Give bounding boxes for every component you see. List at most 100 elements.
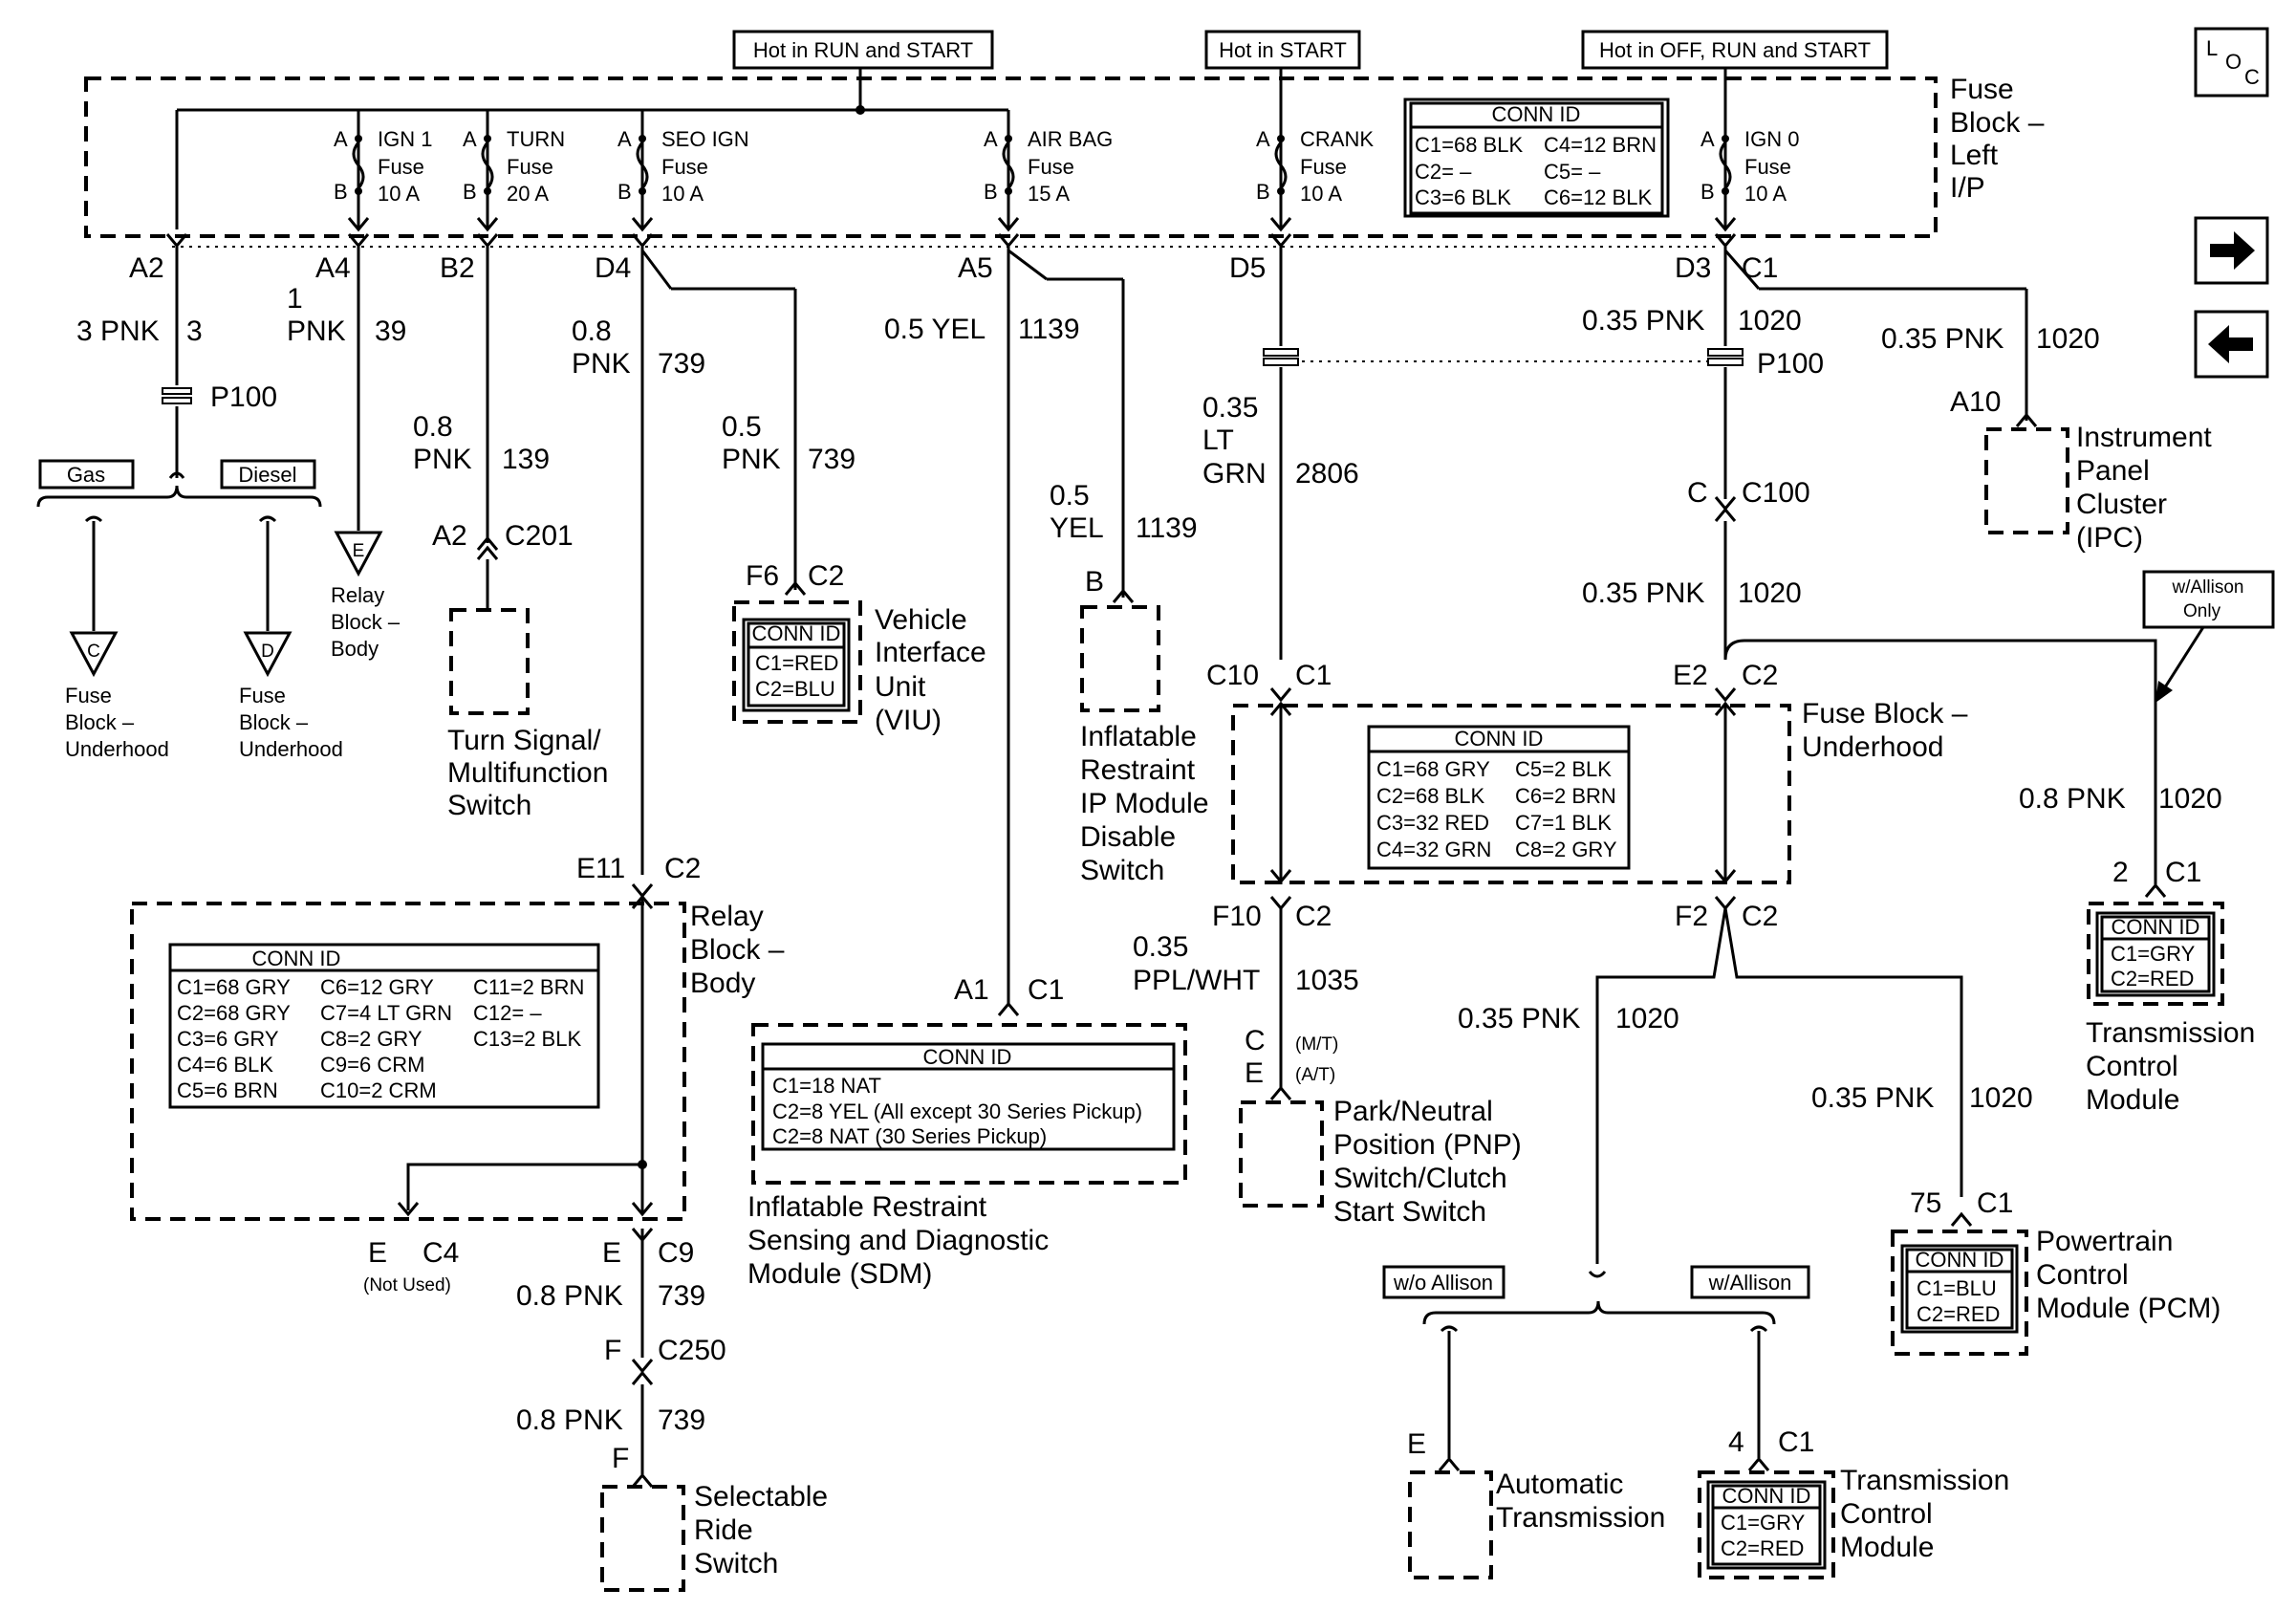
svg-text:C3=32 RED: C3=32 RED <box>1376 811 1489 835</box>
svg-text:C2=8 YEL (All except 30 Series: C2=8 YEL (All except 30 Series Pickup) <box>772 1099 1142 1123</box>
svg-text:C5= –: C5= – <box>1544 160 1601 184</box>
svg-text:P100: P100 <box>1757 348 1824 380</box>
svg-text:0.35 PNK: 0.35 PNK <box>1811 1082 1934 1114</box>
svg-text:E: E <box>602 1237 621 1269</box>
svg-text:Only: Only <box>2183 601 2221 621</box>
svg-text:CONN ID: CONN ID <box>1916 1248 2004 1272</box>
svg-text:(A/T): (A/T) <box>1295 1065 1335 1085</box>
svg-text:C1: C1 <box>1742 252 1778 284</box>
svg-text:Ride: Ride <box>694 1514 753 1546</box>
svg-text:L: L <box>2206 36 2218 60</box>
svg-text:10 A: 10 A <box>378 182 420 206</box>
svg-text:F6: F6 <box>746 560 779 592</box>
svg-text:1020: 1020 <box>2158 783 2222 815</box>
svg-text:B: B <box>1085 566 1104 598</box>
next-page-button[interactable] <box>2194 216 2269 285</box>
svg-text:B: B <box>1256 180 1270 204</box>
svg-text:C1=68 GRY: C1=68 GRY <box>177 975 291 999</box>
svg-text:A10: A10 <box>1950 386 2001 418</box>
svg-text:Left: Left <box>1950 140 1999 171</box>
svg-text:2806: 2806 <box>1295 458 1359 490</box>
svg-text:1020: 1020 <box>2036 323 2100 355</box>
locator-icon[interactable]: L O C <box>2194 27 2269 98</box>
svg-text:C4=32 GRN: C4=32 GRN <box>1376 838 1491 861</box>
circuit-a4: 1 PNK 39 E Relay Block – Body <box>287 110 406 661</box>
svg-text:C10: C10 <box>1206 660 1259 691</box>
svg-text:CRANK: CRANK <box>1300 127 1374 151</box>
svg-text:PNK: PNK <box>722 444 781 475</box>
svg-text:CONN ID: CONN ID <box>2112 915 2200 939</box>
svg-text:C2=8 NAT (30 Series Pickup): C2=8 NAT (30 Series Pickup) <box>772 1124 1047 1148</box>
svg-text:39: 39 <box>375 316 406 347</box>
svg-text:C2=RED: C2=RED <box>2111 967 2194 991</box>
svg-text:C1: C1 <box>2165 857 2201 888</box>
hot-off-run-start-label: Hot in OFF, RUN and START <box>1581 30 1889 70</box>
svg-text:A5: A5 <box>958 252 993 284</box>
svg-text:Sensing and Diagnostic: Sensing and Diagnostic <box>747 1225 1049 1256</box>
svg-text:C1=BLU: C1=BLU <box>1917 1276 1997 1300</box>
svg-text:Switch: Switch <box>1080 855 1164 886</box>
svg-text:C1=68 BLK: C1=68 BLK <box>1415 133 1523 157</box>
svg-text:0.8 PNK: 0.8 PNK <box>516 1280 623 1312</box>
svg-text:LT: LT <box>1202 425 1234 456</box>
svg-text:Restraint: Restraint <box>1080 754 1196 786</box>
svg-text:C2: C2 <box>1742 660 1778 691</box>
svg-text:C1=68 GRY: C1=68 GRY <box>1376 757 1490 781</box>
svg-text:D4: D4 <box>595 252 631 284</box>
svg-text:Control: Control <box>1840 1498 1933 1530</box>
svg-text:3 PNK: 3 PNK <box>76 316 160 347</box>
svg-text:20 A: 20 A <box>507 182 549 206</box>
svg-text:Park/Neutral: Park/Neutral <box>1333 1096 1493 1127</box>
svg-text:Cluster: Cluster <box>2076 489 2167 520</box>
svg-text:D5: D5 <box>1229 252 1266 284</box>
svg-text:(Not Used): (Not Used) <box>363 1275 451 1295</box>
circuit-pnp: 0.35 PPL/WHT 1035 C E (M/T) (A/T) Park/N… <box>1133 908 1522 1228</box>
svg-text:C: C <box>1245 1025 1266 1056</box>
svg-text:C8=2 GRY: C8=2 GRY <box>1515 838 1617 861</box>
svg-text:PPL/WHT: PPL/WHT <box>1133 965 1260 996</box>
svg-text:IP Module: IP Module <box>1080 788 1209 819</box>
svg-text:A: A <box>617 127 632 151</box>
svg-text:F: F <box>604 1335 621 1366</box>
svg-text:B: B <box>463 180 477 204</box>
svg-text:0.8 PNK: 0.8 PNK <box>516 1404 623 1436</box>
svg-text:0.5 YEL: 0.5 YEL <box>884 314 986 345</box>
svg-text:E: E <box>1245 1057 1264 1089</box>
svg-text:Unit: Unit <box>875 671 926 703</box>
svg-text:C1=18 NAT: C1=18 NAT <box>772 1074 881 1098</box>
svg-text:C7=1 BLK: C7=1 BLK <box>1515 811 1612 835</box>
svg-text:C4=12 BRN: C4=12 BRN <box>1544 133 1657 157</box>
svg-text:E: E <box>353 541 365 561</box>
svg-text:C6=12 GRY: C6=12 GRY <box>320 975 434 999</box>
svg-text:Block –: Block – <box>1950 107 2045 139</box>
svg-text:0.8: 0.8 <box>572 316 612 347</box>
svg-text:CONN ID: CONN ID <box>1455 727 1544 751</box>
svg-text:Fuse: Fuse <box>661 155 708 179</box>
svg-text:Automatic: Automatic <box>1496 1469 1623 1500</box>
svg-text:IGN 1: IGN 1 <box>378 127 432 151</box>
svg-text:Underhood: Underhood <box>65 737 169 761</box>
previous-page-button[interactable] <box>2194 310 2269 379</box>
svg-text:Hot in START: Hot in START <box>1219 38 1347 62</box>
svg-text:Multifunction: Multifunction <box>447 757 608 789</box>
svg-text:w/o Allison: w/o Allison <box>1393 1271 1493 1295</box>
svg-text:Module: Module <box>1840 1532 1934 1563</box>
svg-text:C3=6 BLK: C3=6 BLK <box>1415 185 1511 209</box>
svg-text:Start Switch: Start Switch <box>1333 1196 1486 1228</box>
svg-text:P100: P100 <box>210 381 277 413</box>
svg-text:Switch: Switch <box>447 790 531 821</box>
svg-text:C5=6 BRN: C5=6 BRN <box>177 1078 278 1102</box>
hot-start-label: Hot in START <box>1204 30 1361 70</box>
svg-text:CONN ID: CONN ID <box>1492 102 1581 126</box>
svg-text:Inflatable: Inflatable <box>1080 721 1197 752</box>
svg-text:739: 739 <box>658 348 705 380</box>
svg-text:A: A <box>1256 127 1270 151</box>
svg-text:A: A <box>984 127 998 151</box>
svg-text:CONN ID: CONN ID <box>1722 1484 1811 1508</box>
svg-text:F10: F10 <box>1212 901 1262 932</box>
svg-text:0.5: 0.5 <box>722 411 762 443</box>
svg-text:A: A <box>334 127 348 151</box>
svg-text:C1=GRY: C1=GRY <box>1721 1511 1806 1535</box>
svg-text:w/Allison: w/Allison <box>2172 577 2244 598</box>
